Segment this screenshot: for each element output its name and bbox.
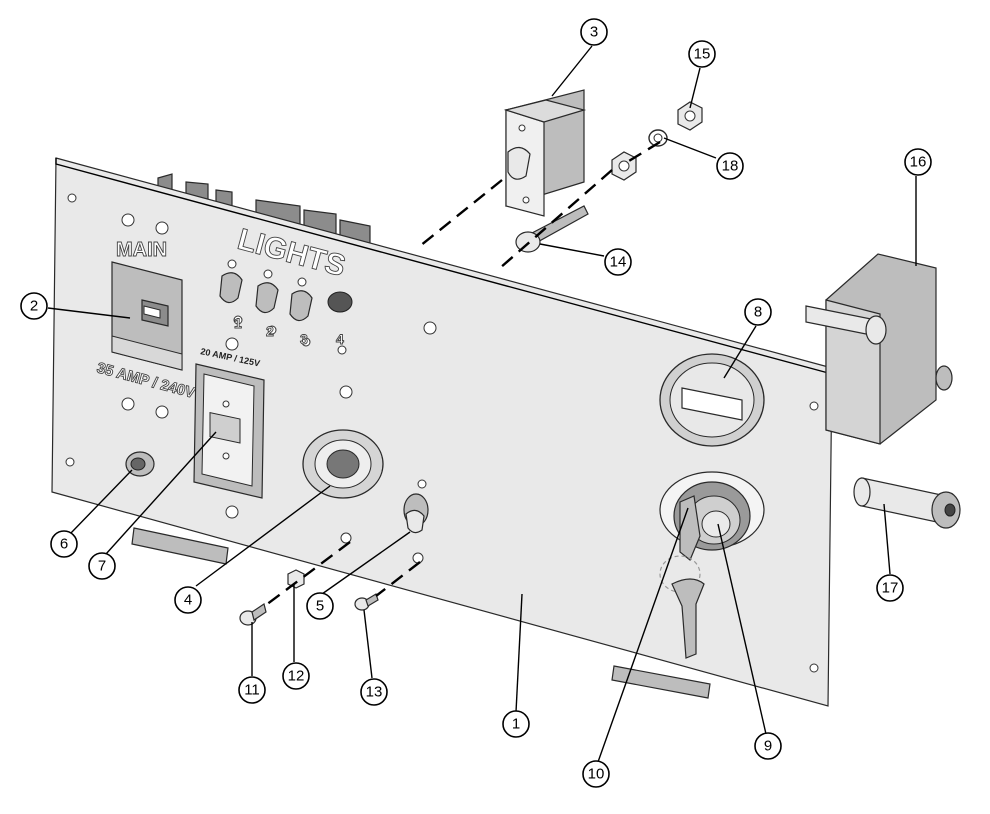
svg-text:14: 14 xyxy=(610,254,627,271)
svg-text:18: 18 xyxy=(722,158,739,175)
callout-18: 18 xyxy=(716,152,744,180)
callout-13: 13 xyxy=(360,678,388,706)
leader-lines xyxy=(47,45,917,763)
hour-meter xyxy=(659,353,765,447)
lock-washer xyxy=(648,129,668,147)
relay-block xyxy=(805,253,953,445)
callout-8: 8 xyxy=(744,298,772,326)
svg-text:13: 13 xyxy=(366,684,383,701)
callout-2: 2 xyxy=(20,292,48,320)
switch-number-4: 4 xyxy=(336,331,344,347)
indicator-lamp xyxy=(125,451,155,477)
callout-1: 1 xyxy=(502,710,530,738)
callout-12: 12 xyxy=(282,662,310,690)
svg-text:15: 15 xyxy=(694,46,711,63)
callout-17: 17 xyxy=(876,574,904,602)
svg-text:6: 6 xyxy=(60,536,68,553)
callout-10: 10 xyxy=(582,760,610,788)
callout-11: 11 xyxy=(238,676,266,704)
assembly-dash-lines xyxy=(261,140,661,609)
callout-16: 16 xyxy=(904,148,932,176)
main-label: MAIN xyxy=(116,239,167,261)
svg-text:16: 16 xyxy=(910,154,927,171)
callout-3: 3 xyxy=(580,18,608,46)
circuit-breaker xyxy=(503,89,587,217)
panel-plate xyxy=(51,157,833,707)
svg-text:8: 8 xyxy=(754,304,762,321)
fuse-holder xyxy=(853,477,961,529)
panel-mounting-holes xyxy=(65,193,819,673)
svg-text:12: 12 xyxy=(288,668,305,685)
svg-text:9: 9 xyxy=(764,738,772,755)
callout-9: 9 xyxy=(754,732,782,760)
svg-text:4: 4 xyxy=(184,592,192,609)
callout-7: 7 xyxy=(88,552,116,580)
callout-5: 5 xyxy=(306,592,334,620)
svg-text:7: 7 xyxy=(98,558,106,575)
callout-15: 15 xyxy=(688,40,716,68)
screw-12 xyxy=(287,569,305,589)
ignition-keys xyxy=(659,495,705,659)
gfci-outlet xyxy=(193,363,265,499)
svg-text:2: 2 xyxy=(30,298,38,315)
callout-6: 6 xyxy=(50,530,78,558)
switch-number-1: 1 xyxy=(234,315,242,331)
screw-13 xyxy=(354,593,379,611)
svg-text:10: 10 xyxy=(588,766,605,783)
bottom-tab-right xyxy=(611,665,711,699)
light-switches xyxy=(219,259,353,355)
small-toggle-switch xyxy=(403,493,429,534)
switch-number-3: 3 xyxy=(300,331,308,347)
round-connector xyxy=(302,429,384,499)
callout-14: 14 xyxy=(604,248,632,276)
svg-text:17: 17 xyxy=(882,580,899,597)
svg-text:3: 3 xyxy=(590,24,598,41)
hex-nut-inner xyxy=(611,151,637,181)
hex-nut xyxy=(677,101,703,131)
main-breaker xyxy=(111,261,183,371)
screw-11 xyxy=(239,603,267,626)
svg-text:5: 5 xyxy=(316,598,324,615)
svg-text:1: 1 xyxy=(512,716,520,733)
callout-4: 4 xyxy=(174,586,202,614)
switch-number-2: 2 xyxy=(266,323,274,339)
svg-text:11: 11 xyxy=(244,682,260,699)
